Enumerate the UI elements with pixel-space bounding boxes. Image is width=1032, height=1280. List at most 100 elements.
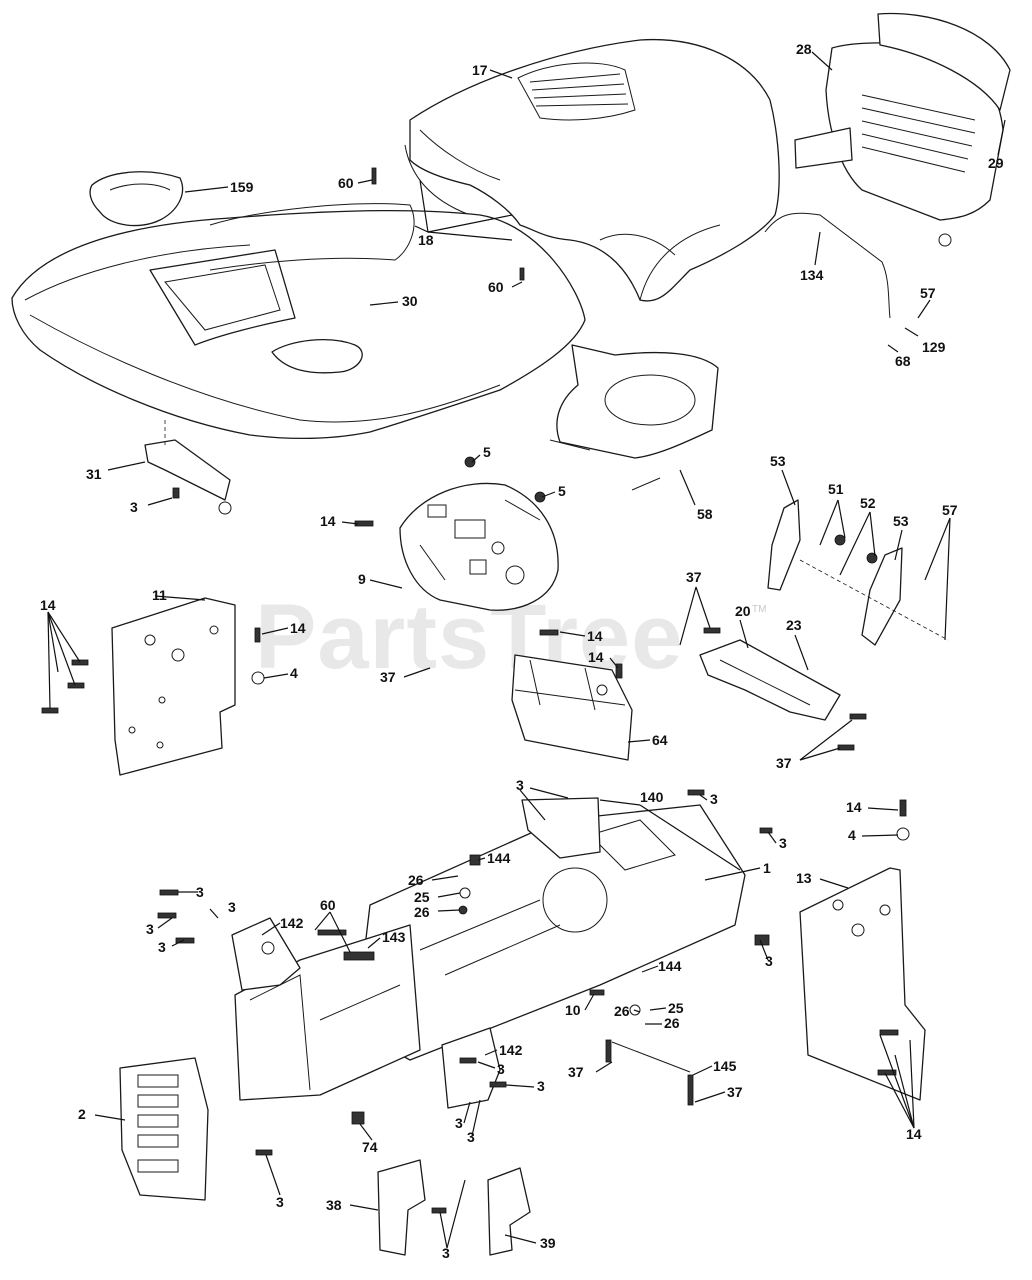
callout-label-68[interactable]: 68 <box>895 353 911 369</box>
callout-label-10[interactable]: 10 <box>565 1002 581 1018</box>
callout-label-144[interactable]: 144 <box>487 850 511 866</box>
rod-part-134[interactable] <box>764 212 891 319</box>
callout-label-142[interactable]: 142 <box>499 1042 523 1058</box>
callout-label-60[interactable]: 60 <box>320 897 336 913</box>
callout-label-3[interactable]: 3 <box>130 499 138 515</box>
side-panel-part-11[interactable] <box>111 597 236 776</box>
callout-label-3[interactable]: 3 <box>765 953 773 969</box>
callout-label-5[interactable]: 5 <box>558 483 566 499</box>
bracket-part-53-left[interactable] <box>767 499 801 591</box>
callout-label-29[interactable]: 29 <box>988 155 1004 171</box>
bracket-part-53-right[interactable] <box>861 547 903 646</box>
callout-label-3[interactable]: 3 <box>497 1061 505 1077</box>
callout-label-14[interactable]: 14 <box>846 799 862 815</box>
callout-label-3[interactable]: 3 <box>537 1078 545 1094</box>
callout-label-18[interactable]: 18 <box>418 232 434 248</box>
callout-label-3[interactable]: 3 <box>779 835 787 851</box>
front-plate-part-2[interactable] <box>119 1057 209 1201</box>
hood-part-17[interactable] <box>404 38 780 302</box>
fender-part-30[interactable] <box>11 203 586 440</box>
callout-label-1[interactable]: 1 <box>763 860 771 876</box>
grille-part-28[interactable] <box>794 12 1011 247</box>
callout-label-5[interactable]: 5 <box>483 444 491 460</box>
callout-label-31[interactable]: 31 <box>86 466 102 482</box>
dash-panel-part-9[interactable] <box>399 482 559 611</box>
callout-label-25[interactable]: 25 <box>668 1000 684 1016</box>
rod-part-145[interactable] <box>611 1041 691 1073</box>
callout-label-4[interactable]: 4 <box>290 665 298 681</box>
callout-label-3[interactable]: 3 <box>196 884 204 900</box>
callout-label-14[interactable]: 14 <box>587 628 603 644</box>
callout-label-4[interactable]: 4 <box>848 827 856 843</box>
callout-label-30[interactable]: 30 <box>402 293 418 309</box>
bracket-part-140[interactable] <box>521 797 601 859</box>
bracket-part-38[interactable] <box>377 1159 426 1256</box>
callout-label-159[interactable]: 159 <box>230 179 254 195</box>
callout-label-37[interactable]: 37 <box>568 1064 584 1080</box>
callout-label-3[interactable]: 3 <box>158 939 166 955</box>
callout-label-3[interactable]: 3 <box>146 921 154 937</box>
callout-label-57[interactable]: 57 <box>920 285 936 301</box>
callout-label-14[interactable]: 14 <box>290 620 306 636</box>
bracket-part-142-left[interactable] <box>231 917 301 991</box>
callout-label-140[interactable]: 140 <box>640 789 664 805</box>
pan-part-58[interactable] <box>549 344 719 491</box>
callout-label-23[interactable]: 23 <box>786 617 802 633</box>
callout-label-58[interactable]: 58 <box>697 506 713 522</box>
callout-label-53[interactable]: 53 <box>770 453 786 469</box>
callout-label-14[interactable]: 14 <box>906 1126 922 1142</box>
callout-label-11[interactable]: 11 <box>152 587 167 603</box>
callout-label-17[interactable]: 17 <box>472 62 488 78</box>
callout-labels: 17 28 29 159 60 18 60 30 134 57 129 68 3… <box>40 41 1004 1261</box>
callout-label-38[interactable]: 38 <box>326 1197 342 1213</box>
bracket-part-39[interactable] <box>487 1167 531 1256</box>
callout-label-3[interactable]: 3 <box>455 1115 463 1131</box>
callout-label-3[interactable]: 3 <box>442 1245 450 1261</box>
callout-label-60[interactable]: 60 <box>338 175 354 191</box>
callout-label-145[interactable]: 145 <box>713 1058 737 1074</box>
callout-label-14[interactable]: 14 <box>588 649 604 665</box>
callout-label-37[interactable]: 37 <box>776 755 792 771</box>
callout-label-129[interactable]: 129 <box>922 339 946 355</box>
callout-label-37[interactable]: 37 <box>380 669 396 685</box>
callout-label-57[interactable]: 57 <box>942 502 958 518</box>
callout-label-14[interactable]: 14 <box>40 597 56 613</box>
callout-label-3[interactable]: 3 <box>228 899 236 915</box>
callout-label-26[interactable]: 26 <box>408 872 424 888</box>
callout-label-52[interactable]: 52 <box>860 495 876 511</box>
side-panel-part-13[interactable] <box>799 867 926 1101</box>
callout-label-39[interactable]: 39 <box>540 1235 556 1251</box>
callout-label-37[interactable]: 37 <box>727 1084 743 1100</box>
callout-label-3[interactable]: 3 <box>516 777 524 793</box>
callout-label-134[interactable]: 134 <box>800 267 824 283</box>
callout-label-14[interactable]: 14 <box>320 513 336 529</box>
callout-label-25[interactable]: 25 <box>414 889 430 905</box>
callout-label-20[interactable]: 20 <box>735 603 751 619</box>
watermark-trademark: TM <box>752 604 766 615</box>
seat-pad-part-159[interactable] <box>89 171 184 227</box>
callout-label-37[interactable]: 37 <box>686 569 702 585</box>
callout-label-3[interactable]: 3 <box>467 1129 475 1145</box>
callout-label-64[interactable]: 64 <box>652 732 668 748</box>
callout-label-143[interactable]: 143 <box>382 929 406 945</box>
callout-label-142[interactable]: 142 <box>280 915 304 931</box>
callout-label-2[interactable]: 2 <box>78 1106 86 1122</box>
callout-label-13[interactable]: 13 <box>796 870 812 886</box>
callout-label-144[interactable]: 144 <box>658 958 682 974</box>
callout-label-53[interactable]: 53 <box>893 513 909 529</box>
frame-part-1[interactable] <box>234 804 746 1101</box>
callout-label-51[interactable]: 51 <box>828 481 844 497</box>
bracket-part-31[interactable] <box>144 420 232 515</box>
callout-label-26[interactable]: 26 <box>664 1015 680 1031</box>
callout-label-26[interactable]: 26 <box>414 904 430 920</box>
bracket-part-20[interactable] <box>699 639 841 721</box>
callout-label-74[interactable]: 74 <box>362 1139 378 1155</box>
callout-label-28[interactable]: 28 <box>796 41 812 57</box>
console-part-64[interactable] <box>511 654 633 761</box>
callout-label-9[interactable]: 9 <box>358 571 366 587</box>
callout-label-3[interactable]: 3 <box>710 791 718 807</box>
callout-label-3[interactable]: 3 <box>276 1194 284 1210</box>
callout-label-26[interactable]: 26 <box>614 1003 630 1019</box>
callout-label-60[interactable]: 60 <box>488 279 504 295</box>
